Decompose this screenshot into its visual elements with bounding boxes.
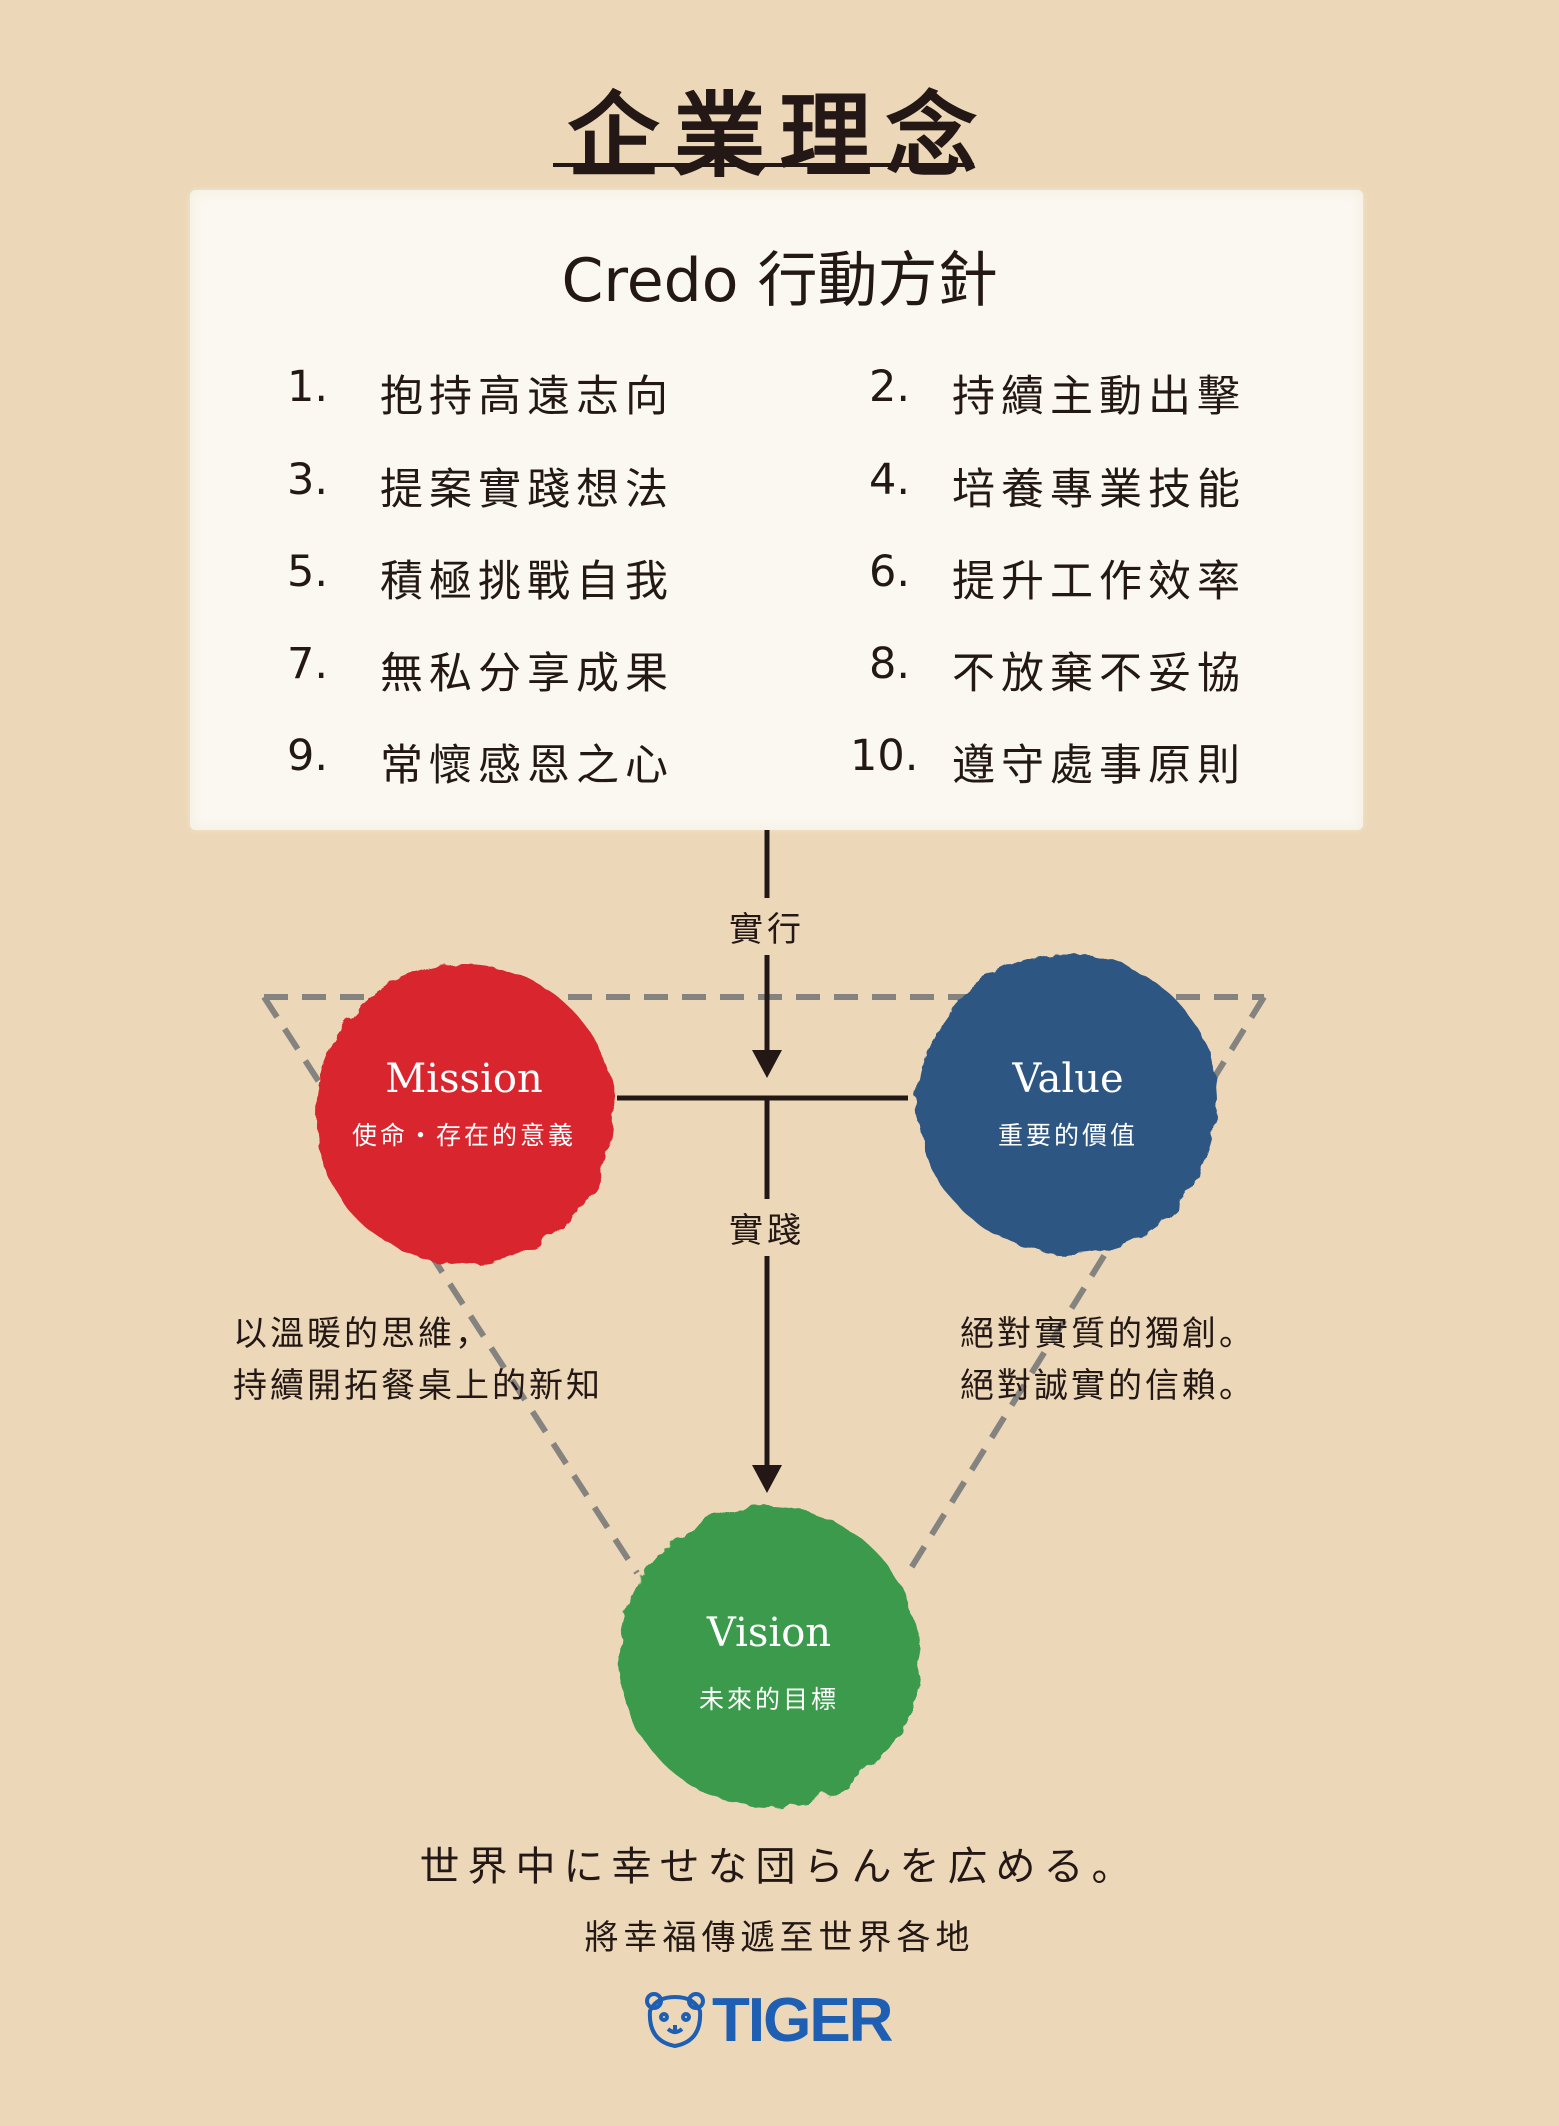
slogan-japanese: 世界中に幸せな団らんを広める。 (419, 1844, 1140, 1890)
value-subtitle: 重要的價值 (997, 1121, 1138, 1150)
arrow-down-icon (752, 1050, 782, 1078)
credo-item-text: 抱持高遠志向 (380, 372, 674, 422)
credo-item-number: 2. (868, 362, 910, 412)
credo-item-number: 1. (286, 362, 328, 412)
credo-item-number: 10. (850, 731, 919, 781)
credo-item-text: 提案實踐想法 (380, 465, 674, 515)
credo-item-text: 遵守處事原則 (952, 741, 1246, 791)
vision-subtitle: 未來的目標 (698, 1685, 839, 1714)
credo-item-text: 持續主動出擊 (952, 372, 1246, 422)
credo-item-text: 提升工作效率 (952, 557, 1246, 607)
credo-heading: Credo 行動方針 (561, 246, 998, 316)
credo-item-number: 5. (286, 547, 328, 597)
mission-description: 以溫暖的思維， 持續開拓餐桌上的新知 (233, 1308, 603, 1412)
credo-item-number: 9. (286, 731, 328, 781)
label-execute: 實行 (712, 898, 822, 955)
mission-title: Mission (385, 1056, 543, 1102)
page-title: 企業理念 (567, 82, 992, 190)
title-underline (553, 163, 974, 167)
mission-subtitle: 使命・存在的意義 (351, 1121, 576, 1150)
credo-item-text: 積極挑戰自我 (380, 557, 674, 607)
value-description: 絕對實質的獨創。 絕對誠實的信賴。 (960, 1308, 1256, 1412)
credo-paper (190, 190, 1363, 830)
value-title: Value (1012, 1056, 1124, 1102)
mission-circle (314, 964, 614, 1264)
credo-item-text: 常懷感恩之心 (380, 741, 674, 791)
credo-item-number: 3. (286, 455, 328, 505)
vision-title: Vision (706, 1610, 832, 1656)
value-desc-line: 絕對誠實的信賴。 (960, 1366, 1256, 1406)
mission-desc-line: 持續開拓餐桌上的新知 (233, 1366, 603, 1406)
arrow-down-icon (752, 1465, 782, 1493)
tiger-face-icon (645, 1992, 705, 2049)
credo-item-text: 不放棄不妥協 (952, 649, 1246, 699)
credo-item-text: 培養專業技能 (952, 465, 1246, 515)
credo-item-text: 無私分享成果 (380, 649, 674, 699)
vision-circle (619, 1507, 919, 1807)
credo-item-number: 7. (286, 639, 328, 689)
mission-desc-line: 以溫暖的思維， (233, 1314, 492, 1354)
credo-item-number: 6. (868, 547, 910, 597)
tiger-logo: TIGER (644, 1986, 894, 2055)
label-practice: 實踐 (712, 1199, 822, 1256)
value-circle (918, 954, 1218, 1254)
credo-item-number: 4. (868, 455, 910, 505)
value-desc-line: 絕對實質的獨創。 (960, 1314, 1256, 1354)
slogan-chinese: 將幸福傳遞至世界各地 (584, 1918, 975, 1958)
brand-name: TIGER (712, 1985, 893, 2055)
credo-item-number: 8. (868, 639, 910, 689)
